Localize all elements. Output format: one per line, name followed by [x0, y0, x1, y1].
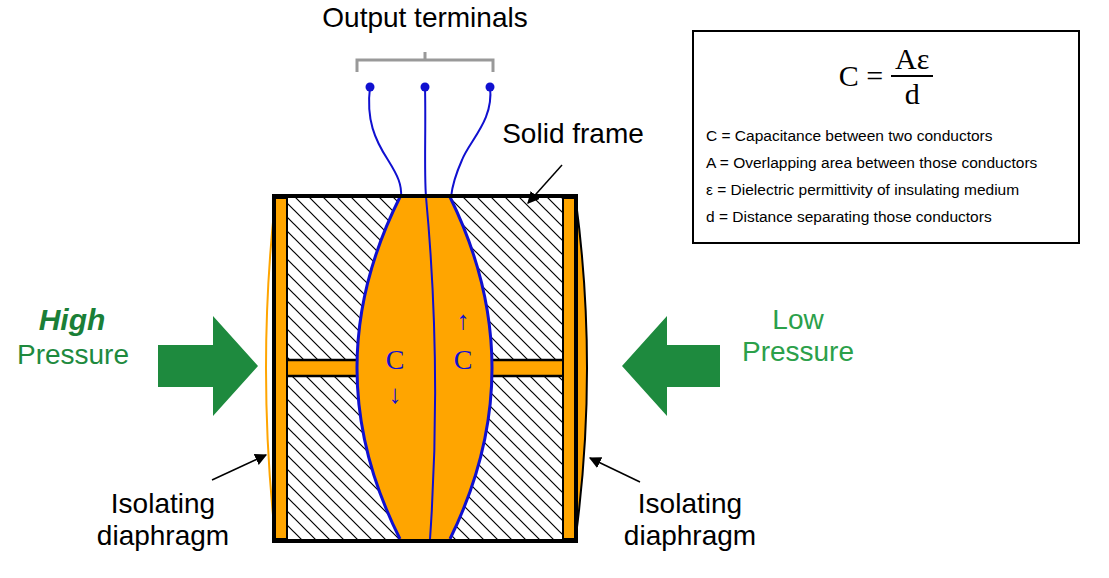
leader-line	[528, 165, 562, 203]
terminal-dots	[366, 83, 495, 92]
formula-lhs: C =	[839, 59, 883, 93]
pressure-label: Low Pressure	[723, 304, 873, 368]
change-arrow: ↑	[448, 306, 478, 336]
part-label: Isolating diaphragm	[63, 488, 263, 552]
denominator: d	[905, 77, 920, 110]
formula: C =Aεd	[706, 42, 1066, 110]
part-label: Isolating diaphragm	[590, 488, 790, 552]
numerator: Aε	[891, 42, 933, 77]
leader-line	[212, 455, 266, 480]
definition-line: d = Distance separating those conductors	[706, 203, 1066, 230]
solid-frame	[274, 196, 576, 541]
part-label: Solid frame	[473, 118, 673, 150]
pressure-arrow	[158, 316, 258, 416]
output-wires	[369, 87, 490, 197]
definition-line: A = Overlapping area between those condu…	[706, 149, 1066, 176]
pressure-label: High	[2, 303, 142, 338]
capacitance-symbol: C	[448, 344, 478, 376]
change-arrow: ↓	[380, 380, 410, 410]
definition-line: ε = Dielectric permittivity of insulatin…	[706, 176, 1066, 203]
capacitance-symbol: C	[380, 344, 410, 376]
definition-line: C = Capacitance between two conductors	[706, 122, 1066, 149]
pressure-label: Pressure	[0, 339, 148, 371]
sensing-cavity	[357, 197, 492, 539]
sensing-diaphragm	[426, 197, 435, 539]
leader-line	[590, 458, 640, 482]
formula-box: C =Aεd C = Capacitance between two conduc…	[692, 30, 1080, 244]
pressure-arrow	[622, 316, 720, 416]
terminals-label: Output terminals	[275, 2, 575, 34]
terminal-bracket	[357, 52, 493, 72]
fraction: Aεd	[891, 42, 933, 110]
